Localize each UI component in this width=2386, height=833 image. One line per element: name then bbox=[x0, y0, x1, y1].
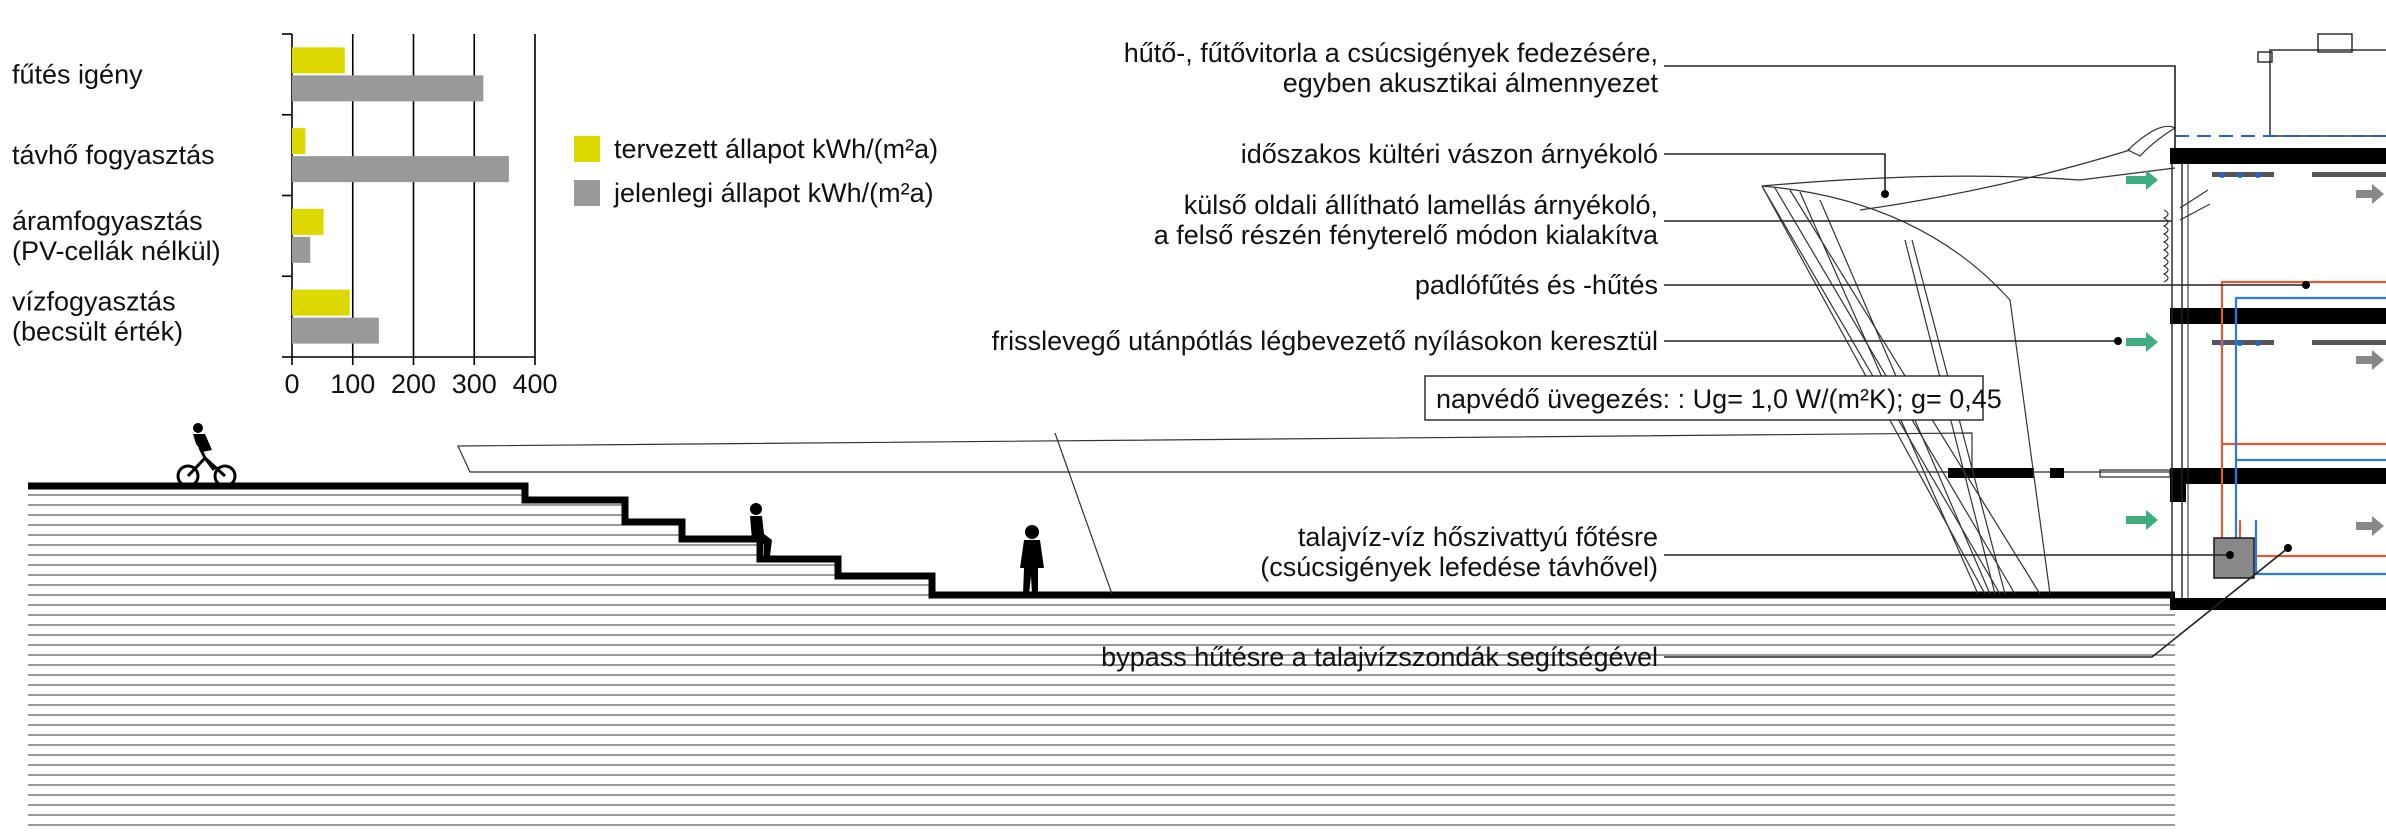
x-tick-label: 100 bbox=[330, 369, 375, 399]
canvas-shade-structure bbox=[1761, 149, 2176, 595]
lamella-shade bbox=[2162, 209, 2169, 283]
category-label: távhő fogyasztás bbox=[12, 140, 215, 170]
bar-current bbox=[292, 156, 509, 183]
building-section bbox=[2126, 33, 2386, 610]
label-lamella-line2: a felső részén fényterelő módon kialakít… bbox=[1154, 220, 1659, 250]
label-sail-line2: egyben akusztikai álmennyezet bbox=[1283, 68, 1659, 98]
air-inlet-arrow bbox=[2126, 170, 2158, 190]
label-bypass: bypass hűtésre a talajvízszondák segítsé… bbox=[1101, 642, 1658, 672]
slab-top bbox=[2170, 148, 2386, 164]
label-floor-heating: padlófűtés és -hűtés bbox=[1415, 270, 1658, 300]
legend-swatch bbox=[574, 136, 600, 162]
category-label: (becsült érték) bbox=[12, 317, 183, 347]
slab-base bbox=[2170, 598, 2386, 610]
label-canvas-shade: időszakos kültéri vászon árnyékoló bbox=[1241, 139, 1658, 169]
slab-mid bbox=[2170, 308, 2386, 324]
person-standing-figure bbox=[1020, 525, 1044, 594]
slab-ground bbox=[2170, 468, 2386, 484]
category-label: fűtés igény bbox=[12, 59, 143, 89]
ground-hatch bbox=[28, 488, 2175, 833]
legend-label: tervezett állapot kWh/(m²a) bbox=[614, 134, 938, 164]
legend-swatch bbox=[574, 180, 600, 206]
category-label: vízfogyasztás bbox=[12, 287, 176, 317]
category-label: (PV-cellák nélkül) bbox=[12, 236, 221, 266]
label-lamella-line1: külső oldali állítható lamellás árnyékol… bbox=[1184, 190, 1658, 220]
bar-planned bbox=[292, 208, 324, 235]
cyclist-figure bbox=[176, 423, 237, 488]
air-outlet-arrow bbox=[2356, 184, 2384, 204]
label-fresh-air: frisslevegő utánpótlás légbevezető nyílá… bbox=[992, 326, 1658, 356]
x-tick-label: 0 bbox=[284, 369, 299, 399]
category-label: áramfogyasztás bbox=[12, 206, 203, 236]
annotations: hűtő-, fűtővitorla a csúcsigények fedezé… bbox=[992, 38, 2002, 672]
bar-current bbox=[292, 317, 379, 344]
leader-lines bbox=[1664, 65, 2306, 658]
canopy-outline bbox=[457, 432, 1973, 473]
label-glazing: napvédő üvegezés: : Ug= 1,0 W/(m²K); g= … bbox=[1436, 384, 2002, 414]
bar-current bbox=[292, 236, 311, 263]
x-tick-label: 400 bbox=[512, 369, 557, 399]
heat-pump-unit bbox=[2213, 537, 2255, 579]
bar-planned bbox=[292, 47, 345, 74]
pipe-cooling bbox=[2234, 296, 2386, 576]
sail-shape bbox=[2126, 125, 2177, 157]
person-sitting-figure bbox=[750, 503, 772, 556]
x-tick-label: 300 bbox=[452, 369, 497, 399]
ground-section bbox=[28, 432, 2175, 833]
legend-label: jelenlegi állapot kWh/(m²a) bbox=[613, 178, 934, 208]
label-heat-pump-line1: talajvíz-víz hőszivattyú főtésre bbox=[1298, 522, 1658, 552]
label-sail-line1: hűtő-, fűtővitorla a csúcsigények fedezé… bbox=[1124, 38, 1658, 68]
terrain-outline bbox=[28, 482, 2175, 599]
x-tick-label: 200 bbox=[391, 369, 436, 399]
leader-dots bbox=[1881, 190, 2310, 559]
canopy-strut bbox=[1054, 432, 1113, 595]
bar-planned bbox=[292, 128, 306, 155]
glazing-label-box bbox=[1424, 375, 1984, 421]
terrace-slab bbox=[1948, 468, 2034, 478]
energy-bar-chart: 0 100 200 300 400 fűtés igény távhő fogyasztás… bbox=[12, 33, 938, 399]
bar-planned bbox=[292, 289, 350, 316]
bar-current bbox=[292, 75, 484, 102]
label-heat-pump-line2: (csúcsigények lefedése távhővel) bbox=[1260, 552, 1658, 582]
